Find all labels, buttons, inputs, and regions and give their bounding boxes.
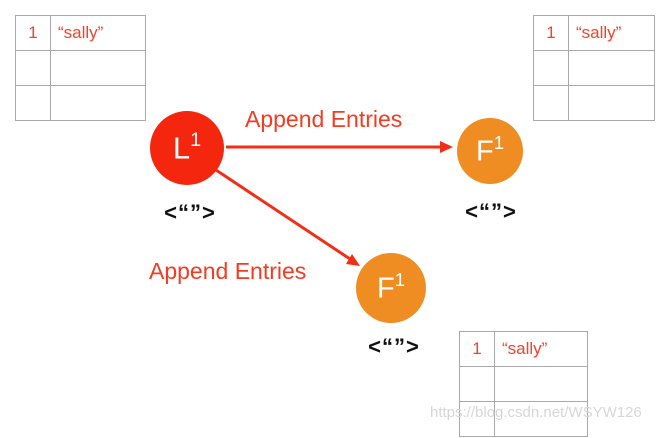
log-index-cell xyxy=(459,366,495,402)
table-row: 1 “sally” xyxy=(459,331,588,367)
log-command-cell xyxy=(50,85,146,121)
follower-top-term-superscript: 1 xyxy=(493,132,505,154)
table-row xyxy=(533,50,655,86)
log-command-cell: “sally” xyxy=(50,15,146,51)
log-command-cell xyxy=(494,366,588,402)
follower-bottom-state-symbol: <“”> xyxy=(368,334,420,359)
arrowhead-top-icon xyxy=(440,141,453,153)
table-row: 1 “sally” xyxy=(533,15,655,51)
follower-bottom-node: F1 xyxy=(356,253,426,323)
follower-top-log-table: 1 “sally” xyxy=(533,15,655,121)
append-entries-label-top: Append Entries xyxy=(245,106,403,132)
log-index-cell xyxy=(459,401,495,437)
follower-top-node: F1 xyxy=(457,118,523,184)
log-command-cell xyxy=(568,85,655,121)
follower-top-node-label: F1 xyxy=(475,132,505,168)
append-entries-arrow-bottom xyxy=(215,168,351,261)
log-index-cell: 1 xyxy=(15,15,51,51)
follower-bottom-node-label: F1 xyxy=(376,269,406,305)
log-index-cell xyxy=(533,50,569,86)
table-row xyxy=(533,85,655,121)
table-row xyxy=(459,366,588,402)
leader-term-superscript: 1 xyxy=(190,129,202,152)
log-command-cell xyxy=(494,401,588,437)
log-index-cell: 1 xyxy=(533,15,569,51)
log-command-cell xyxy=(50,50,146,86)
leader-node-label: L1 xyxy=(172,129,202,166)
follower-bottom-term-superscript: 1 xyxy=(394,269,406,291)
follower-top-state-symbol: <“”> xyxy=(465,199,517,224)
log-index-cell xyxy=(15,85,51,121)
log-index-cell xyxy=(533,85,569,121)
leader-node: L1 xyxy=(150,111,224,185)
table-row: 1 “sally” xyxy=(15,15,146,51)
leader-state-symbol: <“”> xyxy=(164,200,216,225)
table-row xyxy=(15,50,146,86)
log-index-cell: 1 xyxy=(459,331,495,367)
arrowhead-bottom-icon xyxy=(346,254,360,266)
table-row xyxy=(15,85,146,121)
follower-bottom-log-table: 1 “sally” xyxy=(459,331,588,437)
log-command-cell: “sally” xyxy=(568,15,655,51)
append-entries-label-bottom: Append Entries xyxy=(149,258,307,284)
watermark-text: https://blog.csdn.net/WSYW126 xyxy=(430,404,642,421)
log-command-cell xyxy=(568,50,655,86)
log-index-cell xyxy=(15,50,51,86)
table-row xyxy=(459,401,588,437)
leader-log-table: 1 “sally” xyxy=(15,15,146,121)
log-command-cell: “sally” xyxy=(494,331,588,367)
